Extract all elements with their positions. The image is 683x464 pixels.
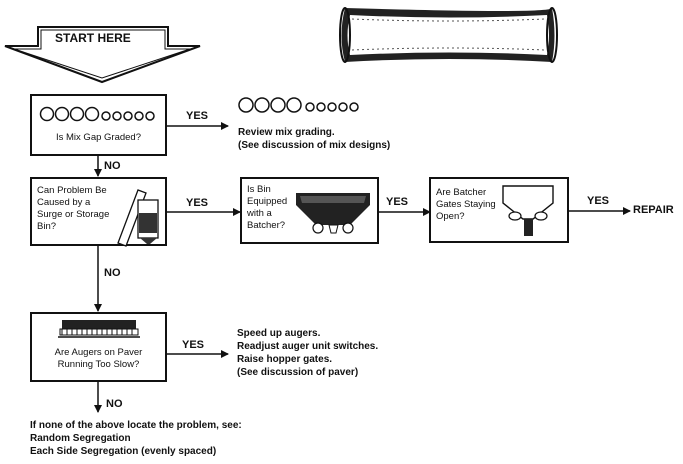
question-augers-line2: Running Too Slow? — [57, 359, 140, 370]
final-note-line1: If none of the above locate the problem,… — [30, 420, 242, 431]
question-surge-bin-line2: Caused by a — [37, 197, 91, 208]
question-bin-batcher-line4: Batcher? — [247, 220, 286, 231]
question-gap-graded: Is Mix Gap Graded? — [55, 132, 141, 143]
bin-batcher-icon — [296, 193, 370, 234]
final-note-line2: Random Segregation — [30, 433, 131, 444]
start-here-label: START HERE — [55, 31, 131, 45]
no-label-1: NO — [104, 160, 121, 172]
question-batcher-gates-line2: Gates Staying — [436, 199, 496, 210]
outcome-mix-grading-line1: Review mix grading. — [238, 127, 335, 138]
start-arrow — [4, 26, 201, 84]
pipe-illustration — [339, 7, 558, 63]
question-batcher-gates-line1: Are Batcher — [436, 187, 487, 198]
outcome-augers-line3: Raise hopper gates. — [237, 354, 333, 365]
outcome-mix-grading-line2: (See discussion of mix designs) — [238, 140, 391, 151]
no-label-3: NO — [106, 398, 123, 410]
question-surge-bin-line3: Surge or Storage — [37, 209, 110, 220]
no-label-2: NO — [104, 267, 121, 279]
outcome-augers-line1: Speed up augers. — [237, 328, 321, 339]
question-bin-batcher-line3: with a — [247, 208, 272, 219]
box-gap-graded — [30, 94, 167, 156]
final-note-line3: Each Side Segregation (evenly spaced) — [30, 446, 217, 457]
outcome-aggregate-icon — [238, 97, 359, 113]
silo-icon — [117, 189, 159, 247]
outcome-augers-line2: Readjust auger unit switches. — [237, 341, 379, 352]
question-surge-bin-line1: Can Problem Be — [37, 185, 107, 196]
yes-label-4: YES — [587, 195, 610, 207]
repair-label: REPAIR — [633, 204, 674, 216]
outcome-augers-line4: (See discussion of paver) — [237, 367, 359, 378]
yes-label-1: YES — [186, 110, 209, 122]
aggregate-circles-icon — [39, 106, 155, 122]
question-surge-bin-line4: Bin? — [37, 221, 57, 232]
yes-label-2: YES — [186, 197, 209, 209]
question-augers-line1: Are Augers on Paver — [54, 347, 143, 358]
batcher-gate-icon — [502, 185, 554, 236]
yes-label-5: YES — [182, 339, 205, 351]
question-batcher-gates-line3: Open? — [436, 211, 465, 222]
question-bin-batcher-line1: Is Bin — [247, 184, 271, 195]
yes-label-3: YES — [386, 196, 409, 208]
question-bin-batcher-line2: Equipped — [247, 196, 288, 207]
auger-icon — [58, 320, 140, 338]
